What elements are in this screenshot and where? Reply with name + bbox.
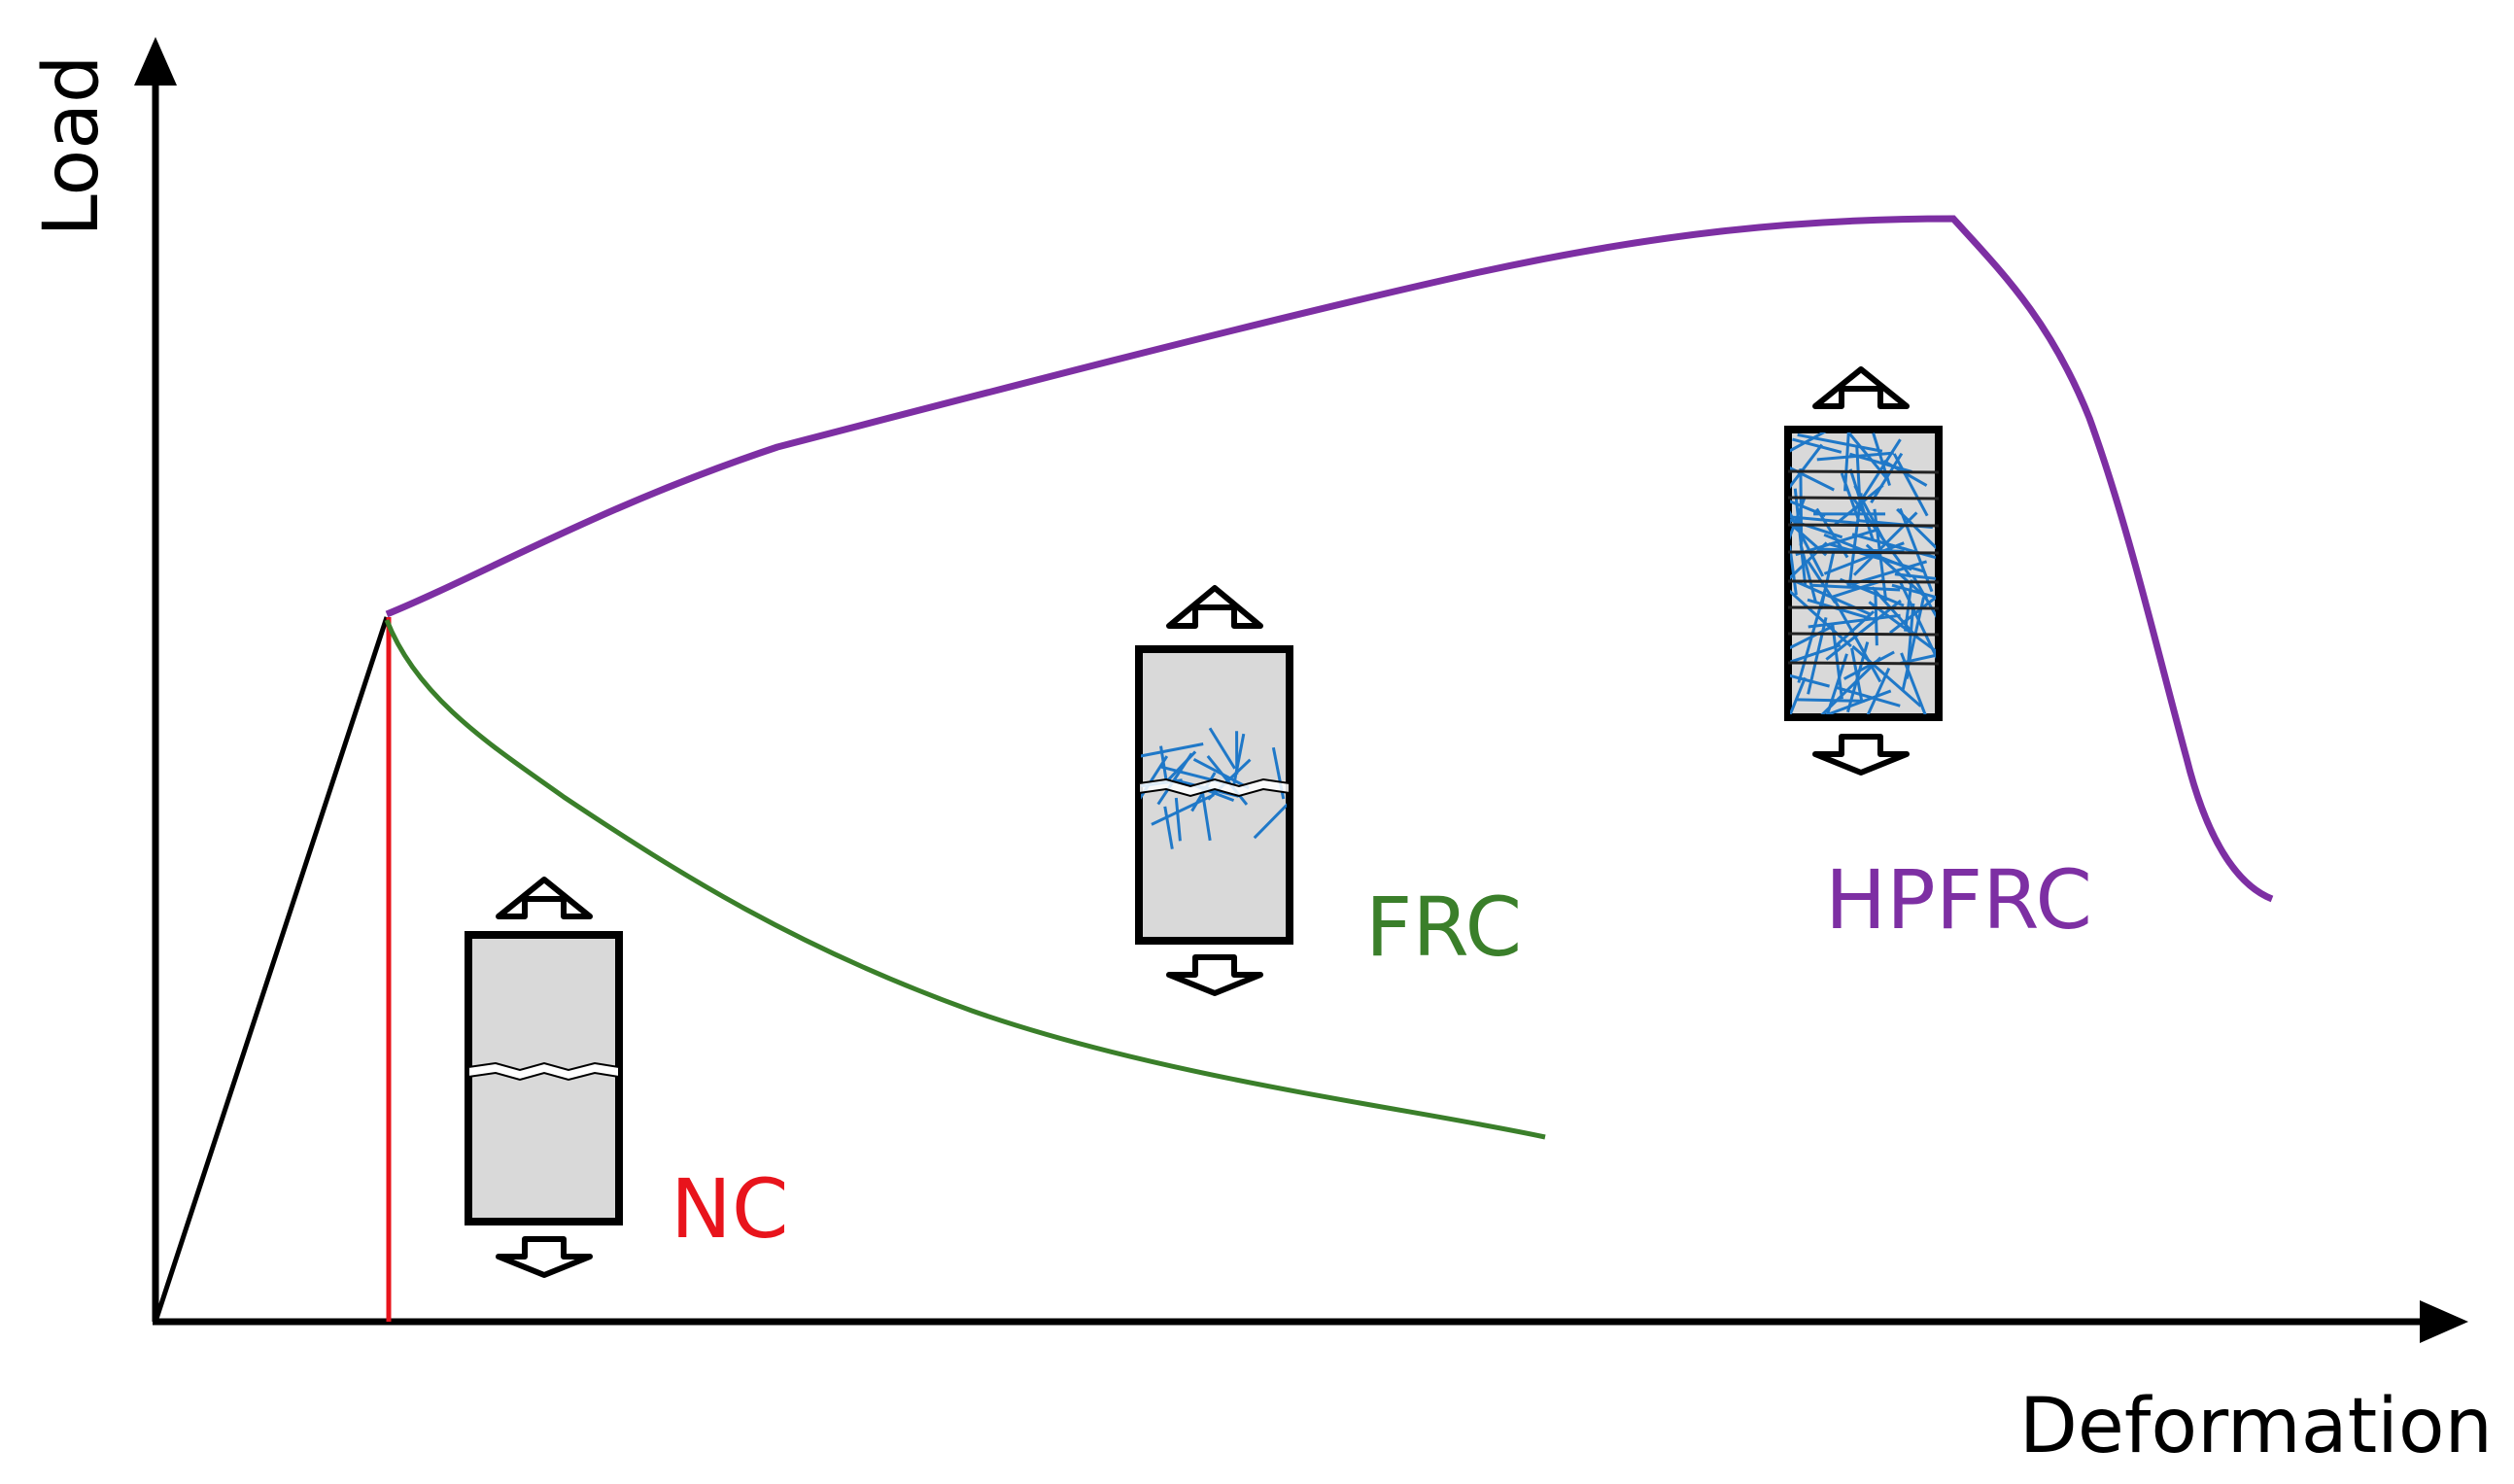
tension-arrow-down-icon xyxy=(1169,957,1260,993)
crack-line xyxy=(1788,663,1939,664)
tension-arrow-up-icon xyxy=(499,880,590,916)
tension-arrow-up-icon xyxy=(1169,588,1260,626)
tension-arrow-down-icon xyxy=(1815,737,1907,773)
crack-line xyxy=(1788,607,1939,608)
x-axis-label: Deformation xyxy=(2019,1383,2493,1470)
frc-label: FRC xyxy=(1365,880,1522,975)
elastic-branch xyxy=(155,617,387,1322)
y-axis-label: Load xyxy=(28,54,116,236)
y-axis-arrowhead xyxy=(134,37,177,86)
crack-line xyxy=(1788,581,1939,582)
crack-line xyxy=(1788,634,1939,635)
tension-arrow-down-icon xyxy=(499,1239,590,1275)
crack-line xyxy=(1788,552,1939,553)
nc-specimen xyxy=(468,880,619,1275)
hpfrc-label: HPFRC xyxy=(1825,852,2092,948)
fiber xyxy=(1801,468,1802,544)
crack-line xyxy=(1788,525,1939,526)
crack-line xyxy=(1788,498,1939,499)
nc-specimen-body xyxy=(468,935,619,1222)
x-axis-arrowhead xyxy=(2420,1300,2468,1343)
frc-specimen xyxy=(1136,588,1295,993)
crack-line xyxy=(1788,471,1939,472)
nc-label: NC xyxy=(671,1161,789,1257)
hpfrc-specimen xyxy=(1765,369,1964,773)
tension-arrow-up-icon xyxy=(1815,369,1907,406)
hpfrc-curve xyxy=(387,219,2272,899)
